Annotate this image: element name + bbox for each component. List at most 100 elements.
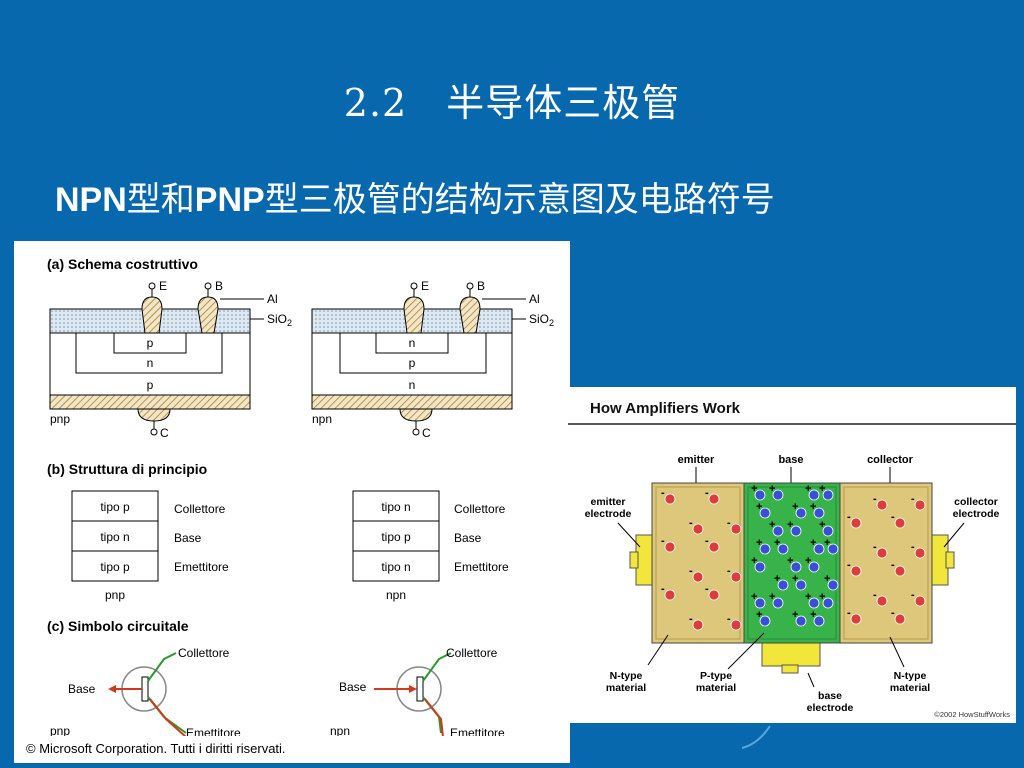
subtitle-text-2: 型三极管的结构示意图及电路符号 xyxy=(264,180,775,220)
amplifier-figure: How Amplifiers Work emitter base collect… xyxy=(568,387,1016,723)
charge-sign: + xyxy=(819,591,825,603)
charge-sign: - xyxy=(689,613,693,625)
hole xyxy=(795,507,807,519)
section-b-label: (b) Struttura di principio xyxy=(47,461,207,477)
electron xyxy=(876,547,888,559)
pnp-symbol-collettore: Collettore xyxy=(178,646,230,660)
pnp-blocks: tipo p tipo n tipo p Collettore Base Eme… xyxy=(71,490,229,602)
charge-sign: - xyxy=(689,565,693,577)
charge-sign: - xyxy=(689,517,693,529)
charge-sign: + xyxy=(819,483,825,495)
charge-sign: - xyxy=(705,535,709,547)
charge-sign: + xyxy=(792,501,798,513)
pnp-symbol-base: Base xyxy=(68,682,96,696)
charge-sign: - xyxy=(661,583,665,595)
charge-sign: + xyxy=(810,609,816,621)
electron xyxy=(914,499,926,511)
charge-sign: + xyxy=(769,483,775,495)
charge-sign: + xyxy=(805,555,811,567)
hole xyxy=(813,543,825,555)
electron xyxy=(730,571,742,583)
charge-sign: - xyxy=(911,541,915,553)
charge-sign: + xyxy=(792,573,798,585)
charge-sign: - xyxy=(891,607,895,619)
npn-terminal-b: B xyxy=(477,279,485,293)
electron xyxy=(850,565,862,577)
emitter-label: emitter xyxy=(678,454,715,466)
pnp-block-name-1: Collettore xyxy=(174,502,226,516)
charge-sign: + xyxy=(810,537,816,549)
hole xyxy=(808,597,820,609)
charge-sign: + xyxy=(792,609,798,621)
electron xyxy=(894,565,906,577)
npn-blocks-caption: npn xyxy=(386,588,406,602)
hole xyxy=(754,561,766,573)
hole xyxy=(813,615,825,627)
hole xyxy=(772,525,784,537)
charge-sign: + xyxy=(824,573,830,585)
section-a-label: (a) Schema costruttivo xyxy=(47,256,198,272)
npn-al-label: Al xyxy=(529,292,540,306)
electron xyxy=(876,499,888,511)
charge-sign: - xyxy=(847,559,851,571)
charge-sign: + xyxy=(787,555,793,567)
npn-terminal-e: E xyxy=(421,279,429,293)
pnp-block-name-2: Base xyxy=(174,531,202,545)
electron xyxy=(894,517,906,529)
npn-block-3: tipo n xyxy=(381,560,410,574)
pnp-block-name-3: Emettitore xyxy=(174,560,229,574)
pnp-block-2: tipo n xyxy=(100,530,129,544)
electron xyxy=(692,619,704,631)
pnp-layer-1: p xyxy=(147,336,154,350)
collector-electrode xyxy=(929,534,949,586)
charge-sign: + xyxy=(774,537,780,549)
charge-sign: - xyxy=(727,613,731,625)
charge-sign: - xyxy=(705,583,709,595)
npn-layer-3: n xyxy=(409,378,416,392)
base-label: base xyxy=(778,454,803,466)
electron xyxy=(692,571,704,583)
charge-sign: + xyxy=(756,501,762,513)
hole xyxy=(754,597,766,609)
charge-sign: - xyxy=(873,589,877,601)
electron xyxy=(664,493,676,505)
charge-sign: + xyxy=(819,519,825,531)
electron xyxy=(692,523,704,535)
pnp-terminal-e: E xyxy=(159,279,167,293)
charge-sign: + xyxy=(810,501,816,513)
pnp-structure: p n p E B C Al SiO2 pnp xyxy=(49,279,292,440)
charge-sign: - xyxy=(873,541,877,553)
hole xyxy=(759,543,771,555)
hole xyxy=(795,579,807,591)
npn-symbol-base: Base xyxy=(339,680,367,694)
hole xyxy=(777,543,789,555)
npn-caption: npn xyxy=(312,412,332,426)
hole xyxy=(772,597,784,609)
electron xyxy=(876,595,888,607)
npn-block-name-1: Collettore xyxy=(454,502,506,516)
pnp-symbol-caption: pnp xyxy=(50,724,70,738)
charge-sign: - xyxy=(847,607,851,619)
electron xyxy=(730,523,742,535)
hole xyxy=(759,507,771,519)
slide-subtitle: NPN型和PNP型三极管的结构示意图及电路符号 xyxy=(55,172,775,221)
hole xyxy=(772,489,784,501)
pnp-block-3: tipo p xyxy=(100,560,130,574)
npn-structure: n p n E B C Al SiO2 npn xyxy=(311,279,554,440)
charge-sign: - xyxy=(911,589,915,601)
electron xyxy=(850,613,862,625)
pnp-transistor-symbol: Collettore Base Emettitore pnp xyxy=(50,646,241,740)
transistor-structure-figure: (a) Schema costruttivo p n p E B C xyxy=(14,241,570,763)
collector-label: collector xyxy=(867,454,914,466)
electron xyxy=(914,595,926,607)
pnp-caption: pnp xyxy=(50,412,70,426)
hole xyxy=(759,615,771,627)
npn-layer-1: n xyxy=(409,336,416,350)
emitter-electrode xyxy=(635,534,655,586)
charge-sign: + xyxy=(774,573,780,585)
electron xyxy=(850,517,862,529)
npn-blocks: tipo n tipo p tipo n Collettore Base Eme… xyxy=(352,490,509,602)
charge-sign: + xyxy=(751,483,757,495)
